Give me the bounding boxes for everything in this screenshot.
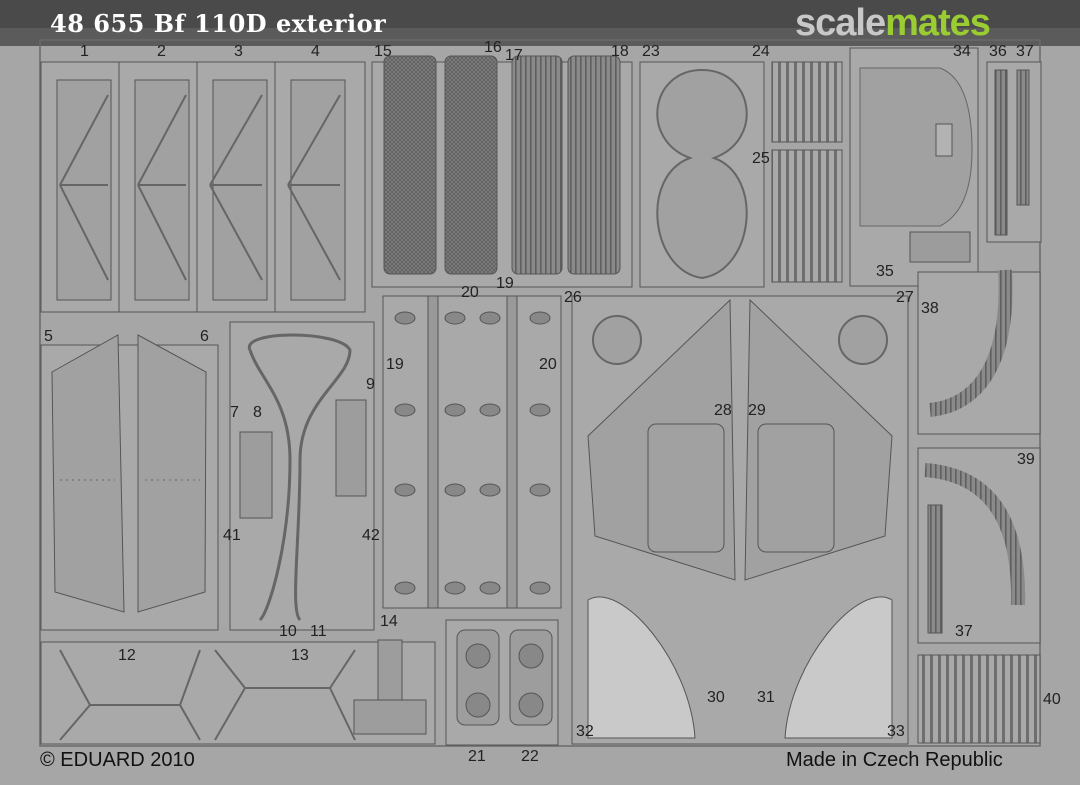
part-number: 26	[564, 289, 582, 306]
part-number: 23	[642, 43, 660, 60]
part-number: 6	[200, 328, 209, 345]
part-number: 40	[1043, 691, 1061, 708]
part-number: 39	[1017, 451, 1035, 468]
part-number: 8	[253, 404, 262, 421]
part-number: 2	[157, 43, 166, 60]
origin-text: Made in Czech Republic	[786, 749, 1003, 771]
part-number: 19	[496, 275, 514, 292]
part-number: 32	[576, 723, 594, 740]
part-number: 17	[505, 47, 523, 64]
part-number: 36	[989, 43, 1007, 60]
part-number: 4	[311, 43, 320, 60]
part-number: 27	[896, 289, 914, 306]
part-number: 18	[611, 43, 629, 60]
part-number: 7	[230, 404, 239, 421]
part-number: 28	[714, 402, 732, 419]
part-number: 37	[955, 623, 973, 640]
part-number: 34	[953, 43, 971, 60]
part-number: 19	[386, 356, 404, 373]
part-number: 11	[310, 623, 327, 640]
part-number: 41	[223, 527, 241, 544]
part-number: 22	[521, 748, 539, 765]
part-number: 20	[539, 356, 557, 373]
part-number: 33	[887, 723, 905, 740]
part-number: 15	[374, 43, 392, 60]
part-number: 21	[468, 748, 486, 765]
copyright-text: © EDUARD 2010	[40, 749, 195, 771]
parts-1-4	[40, 61, 366, 313]
part-number: 38	[921, 300, 939, 317]
part-number: 30	[707, 689, 725, 706]
part-number: 1	[80, 43, 89, 60]
part-number: 9	[366, 376, 375, 393]
part-number: 3	[234, 43, 243, 60]
part-number: 5	[44, 328, 53, 345]
part-number: 37	[1016, 43, 1034, 60]
part-number: 16	[484, 39, 502, 56]
part-number: 24	[752, 43, 770, 60]
part-number: 42	[362, 527, 380, 544]
part-number: 25	[752, 150, 770, 167]
header-bar	[0, 0, 1080, 46]
scalemates-logo: scalemates	[795, 2, 991, 44]
part-number: 10	[279, 623, 297, 640]
part-number: 35	[876, 263, 894, 280]
part-number: 14	[380, 613, 398, 630]
part-number: 13	[291, 647, 309, 664]
part-number: 29	[748, 402, 766, 419]
part-number: 20	[461, 284, 479, 301]
sheet-title: 48 655 Bf 110D exterior	[50, 9, 387, 38]
part-number: 31	[757, 689, 775, 706]
part-number: 12	[118, 647, 136, 664]
